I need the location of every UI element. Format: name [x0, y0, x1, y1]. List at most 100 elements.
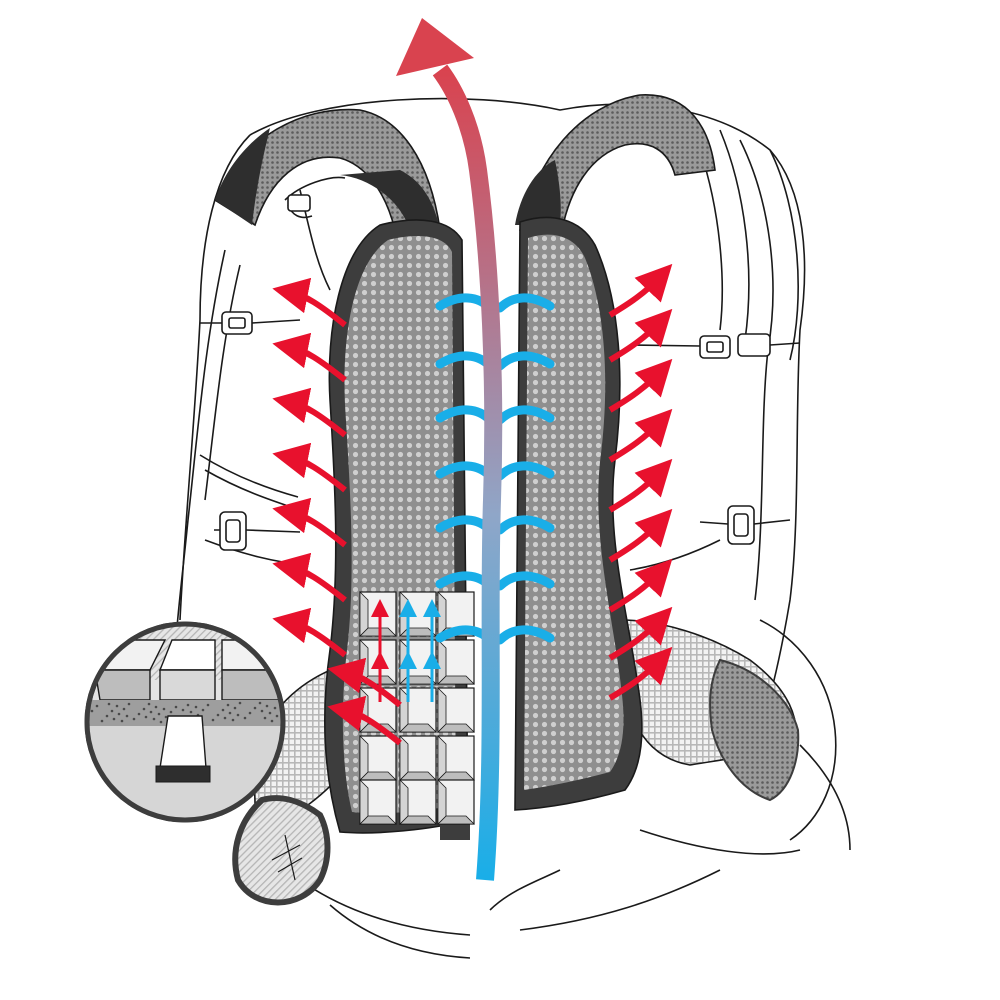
- foam-speckle: [231, 718, 235, 722]
- foam-speckle: [120, 719, 124, 723]
- foam-block: [359, 779, 397, 825]
- foam-speckle: [169, 710, 173, 714]
- hot-air-exhaust-left: [272, 552, 347, 603]
- foam-speckle: [258, 701, 262, 705]
- foam-speckle: [186, 703, 190, 707]
- hot-air-exhaust-left: [327, 657, 402, 708]
- hot-air-exhaust-right: [608, 358, 673, 413]
- hot-air-exhaust-right: [608, 263, 673, 318]
- hot-air-exhaust-left: [272, 607, 347, 658]
- buckle-lower-left: [214, 511, 301, 551]
- foam-block: [437, 687, 475, 733]
- right-shoulder-strap: [519, 94, 716, 231]
- foam-speckle: [216, 713, 220, 717]
- foam-block-side: [399, 687, 409, 733]
- foam-block-side: [437, 639, 447, 685]
- foam-block-side: [399, 735, 409, 781]
- buckle-top-left: [287, 194, 311, 212]
- foam-speckle: [273, 706, 277, 710]
- hot-air-exhaust-right: [608, 558, 673, 613]
- foam-speckle: [201, 708, 205, 712]
- strap-diamond-mark: [271, 834, 303, 881]
- foam-block-side: [359, 779, 369, 825]
- buckle-upper-right: [629, 333, 801, 359]
- central-airflow-arrow: [396, 18, 503, 881]
- foam-speckle: [189, 710, 193, 714]
- foam-block: [399, 687, 437, 733]
- hip-belt-left-strap: [232, 795, 331, 906]
- foam-speckle: [147, 702, 151, 706]
- foam-speckle: [95, 704, 99, 708]
- foam-block-side: [437, 779, 447, 825]
- cool-air-branch-right: [495, 351, 555, 371]
- foam-block: [437, 639, 475, 685]
- foam-speckle: [100, 719, 104, 723]
- foam-block-side: [359, 687, 369, 733]
- foam-block: [359, 735, 397, 781]
- hot-air-exhaust-left: [327, 695, 402, 746]
- foam-speckle: [268, 711, 272, 715]
- cool-air-branch-right: [495, 625, 555, 645]
- hot-air-exhaust-right: [608, 458, 673, 513]
- foam-speckle: [238, 701, 242, 705]
- buckle-upper-left: [200, 311, 301, 335]
- hot-air-exhaust-left: [272, 442, 347, 493]
- foam-speckle: [174, 705, 178, 709]
- foam-speckle: [110, 709, 114, 713]
- foam-speckle: [157, 712, 161, 716]
- foam-block: [399, 779, 437, 825]
- hip-belt-right-pad: [709, 658, 800, 802]
- foam-speckle: [194, 705, 198, 709]
- foam-speckle: [265, 704, 269, 708]
- foam-speckle: [152, 717, 156, 721]
- foam-speckle: [115, 704, 119, 708]
- foam-block-side: [359, 591, 369, 637]
- foam-speckle: [90, 709, 94, 713]
- foam-speckle: [144, 715, 148, 719]
- cool-air-branch-left: [435, 405, 495, 425]
- cool-air-branch-right: [495, 571, 555, 591]
- side-buckles: [200, 194, 801, 551]
- foam-speckle: [243, 716, 247, 720]
- foam-speckle: [236, 713, 240, 717]
- foam-speckle: [263, 716, 267, 720]
- foam-block-side: [437, 687, 447, 733]
- foam-speckle: [223, 716, 227, 720]
- foam-speckle: [132, 717, 136, 721]
- foam-speckle: [162, 707, 166, 711]
- hot-air-exhaust: [272, 263, 673, 746]
- foam-speckle: [149, 710, 153, 714]
- foam-speckle: [164, 715, 168, 719]
- foam-speckle: [206, 703, 210, 707]
- foam-speckle: [275, 714, 279, 718]
- buckle-lower-right: [699, 505, 791, 545]
- hot-air-exhaust-left: [272, 497, 347, 548]
- foam-speckle: [248, 711, 252, 715]
- foam-speckle: [117, 712, 121, 716]
- cool-air-branch-right: [495, 461, 555, 481]
- foam-speckle: [221, 708, 225, 712]
- hot-air-exhaust-right: [608, 606, 673, 661]
- foam-speckle: [125, 714, 129, 718]
- foam-speckle: [154, 705, 158, 709]
- foam-block: [437, 779, 475, 825]
- foam-speckle: [181, 708, 185, 712]
- foam-speckle: [127, 702, 131, 706]
- foam-speckle: [107, 702, 111, 706]
- shoulder-straps: [214, 94, 716, 232]
- left-strap-base: [340, 170, 440, 232]
- foam-speckle: [226, 703, 230, 707]
- hot-air-exhaust-right: [608, 508, 673, 563]
- foam-speckle: [137, 712, 141, 716]
- inset-block-base: [155, 765, 211, 783]
- foam-block-side: [437, 591, 447, 637]
- hot-air-exhaust-left: [272, 387, 347, 438]
- foam-speckle: [253, 706, 257, 710]
- hot-air-exhaust-left: [272, 332, 347, 383]
- inset-block-profile: [159, 715, 207, 769]
- foam-speckle: [112, 717, 116, 721]
- right-pad-mesh: [524, 234, 624, 790]
- foam-speckle: [122, 707, 126, 711]
